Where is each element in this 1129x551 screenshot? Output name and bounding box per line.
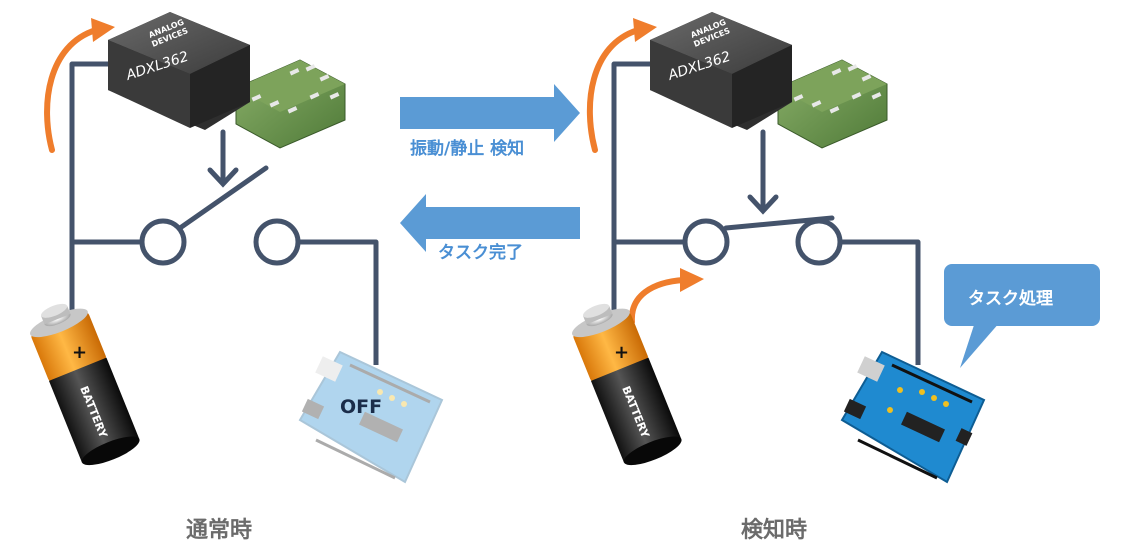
current-arrow-icon xyxy=(44,18,115,153)
sensor-chip-left xyxy=(108,12,346,149)
battery-right xyxy=(572,303,682,466)
battery-plus-right: + xyxy=(614,342,629,363)
speech-bubble-text: タスク処理 xyxy=(968,289,1053,309)
back-flow-arrow xyxy=(400,194,580,252)
speech-bubble xyxy=(944,264,1100,368)
switch-contact-right-right xyxy=(795,218,843,266)
switch-contact-left-right xyxy=(682,218,730,266)
battery-left xyxy=(30,303,140,466)
detected-circuit xyxy=(586,18,921,365)
wire-switch-right-right xyxy=(840,239,921,365)
battery-plus-left: + xyxy=(72,342,87,363)
arduino-board-right xyxy=(840,350,986,484)
wire-top-left xyxy=(69,61,118,340)
normal-wires xyxy=(69,61,379,365)
wire-switch-right xyxy=(298,239,379,365)
normal-circuit xyxy=(44,18,379,365)
detected-wires xyxy=(611,61,921,365)
open-switch xyxy=(139,165,301,266)
closed-switch xyxy=(682,215,843,266)
switch-contact-left xyxy=(139,218,187,266)
back-arrow-label: タスク完了 xyxy=(438,243,523,263)
switch-lever-closed xyxy=(723,215,835,231)
sensor-down-arrow xyxy=(207,129,239,188)
arduino-off-label: OFF xyxy=(340,396,383,418)
detected-state-caption: 検知時 xyxy=(741,518,808,543)
chip-pads xyxy=(251,64,340,114)
normal-state-caption: 通常時 xyxy=(186,518,253,543)
wire-top-left-right xyxy=(611,61,660,340)
arduino-board-left xyxy=(298,350,444,484)
current-arrow-bottom-icon xyxy=(628,268,704,325)
sensor-chip-right xyxy=(650,12,888,149)
forward-arrow-label: 振動/静止 検知 xyxy=(410,139,525,159)
switch-contact-right xyxy=(253,218,301,266)
sensor-down-arrow-right xyxy=(747,129,779,215)
forward-flow-arrow xyxy=(400,84,580,142)
current-arrow-top-icon xyxy=(586,18,657,153)
switch-lever xyxy=(177,165,269,231)
